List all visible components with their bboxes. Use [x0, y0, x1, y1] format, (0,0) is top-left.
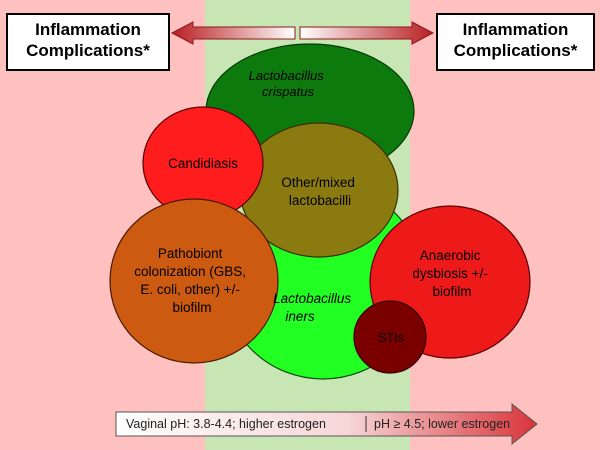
ph-high-label: pH ≥ 4.5; lower estrogen [374, 417, 511, 431]
left-arrow [170, 21, 296, 45]
label-stis: STIs [378, 331, 404, 345]
ph-scale-arrow [115, 402, 538, 446]
inflammation-complications-left: Inflammation Complications* [6, 13, 170, 71]
label-anaerobic-dysbiosis: Anaerobic dysbiosis +/- biofilm [412, 248, 491, 299]
label-lactobacillus-crispatus: Lactobacillus crispatus [249, 68, 328, 99]
label-other-mixed-lactobacilli: Other/mixed lactobacilli [281, 175, 358, 208]
ph-low-label: Vaginal pH: 3.8-4.4; higher estrogen [126, 417, 326, 431]
label-lactobacillus-iners: Lactobacillus iners [273, 291, 355, 324]
circle-stis [353, 300, 427, 374]
label-candidiasis: Candidiasis [168, 156, 238, 171]
right-arrow [299, 21, 435, 45]
circle-pathobiont-colonization [109, 198, 279, 364]
inflammation-complications-right: Inflammation Complications* [436, 13, 595, 71]
label-pathobiont-colonization: Pathobiont colonization (GBS, E. coli, o… [134, 246, 250, 315]
